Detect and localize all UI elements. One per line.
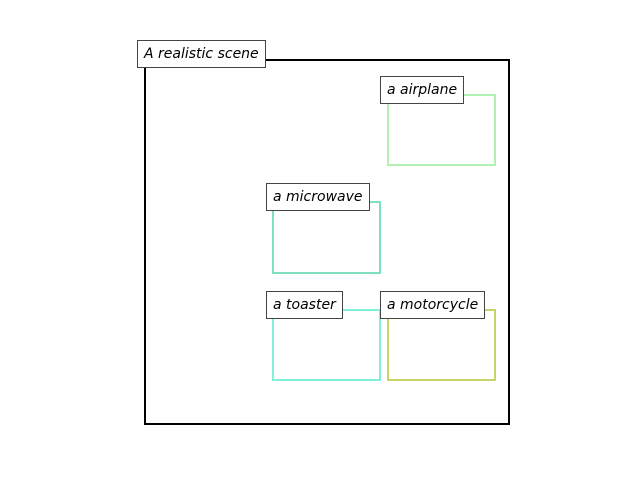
toaster-box <box>272 309 381 381</box>
scene-frame <box>144 59 510 425</box>
scene-title: A realistic scene <box>137 40 266 68</box>
airplane-label: a airplane <box>380 76 465 104</box>
motorcycle-box <box>387 309 496 381</box>
motorcycle-label: a motorcycle <box>380 291 486 319</box>
microwave-box <box>272 201 381 274</box>
toaster-label: a toaster <box>266 291 343 319</box>
microwave-label: a microwave <box>266 183 370 211</box>
airplane-box <box>387 94 496 166</box>
